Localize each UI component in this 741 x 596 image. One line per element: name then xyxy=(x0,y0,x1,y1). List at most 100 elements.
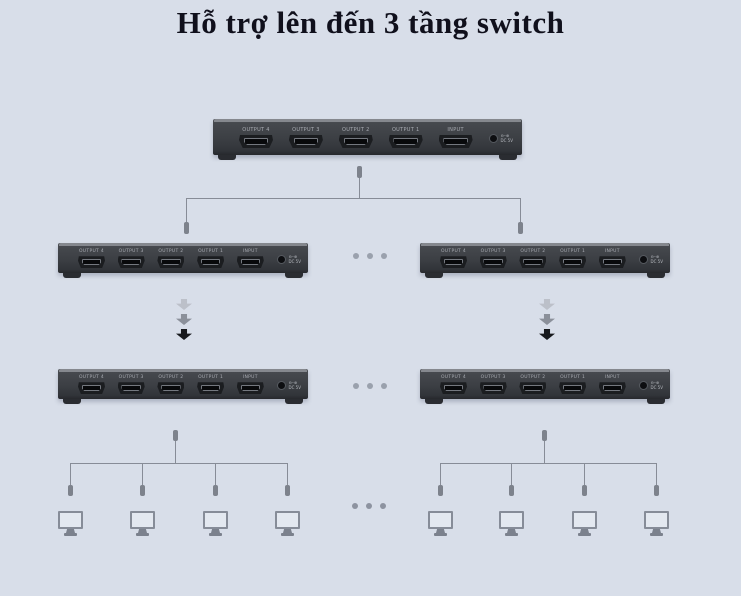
hdmi-port-group: OUTPUT 3 xyxy=(288,128,323,148)
hdmi-port-icon xyxy=(117,256,145,269)
power-section: ⊖–⊕ DC 5V xyxy=(276,380,301,390)
plug-connector xyxy=(357,166,362,178)
monitor-screen xyxy=(275,511,300,529)
port-label: OUTPUT 1 xyxy=(560,374,586,380)
port-label: OUTPUT 2 xyxy=(520,248,546,254)
monitor-icon xyxy=(428,511,453,536)
hdmi-port-icon xyxy=(236,382,264,395)
port-label: INPUT xyxy=(242,248,258,254)
tier2-switch-right: OUTPUT 4 OUTPUT 3 OUTPUT 2 OUTPUT 1 INPU… xyxy=(420,243,670,278)
port-label: OUTPUT 1 xyxy=(391,127,420,133)
monitor-base xyxy=(209,533,222,536)
hdmi-port-icon xyxy=(598,256,626,269)
monitor-base xyxy=(281,533,294,536)
switch-front-panel: OUTPUT 4 OUTPUT 3 OUTPUT 2 OUTPUT 1 INPU… xyxy=(58,369,308,399)
device-foot xyxy=(63,399,81,404)
tier2-switch-left: OUTPUT 4 OUTPUT 3 OUTPUT 2 OUTPUT 1 INPU… xyxy=(58,243,308,278)
device-foot xyxy=(285,273,303,278)
hdmi-port-group: OUTPUT 4 xyxy=(78,249,105,269)
dc-polarity-label: ⊖–⊕ xyxy=(650,380,660,385)
hdmi-port-group: OUTPUT 3 xyxy=(117,375,145,395)
monitor-icon xyxy=(572,511,597,536)
monitor-base xyxy=(64,533,77,536)
monitor-screen xyxy=(203,511,228,529)
monitor-base xyxy=(505,533,518,536)
switch-front-panel: OUTPUT 4 OUTPUT 3 OUTPUT 2 OUTPUT 1 INPU… xyxy=(213,119,522,155)
dot-icon xyxy=(366,503,372,509)
hdmi-port-group: OUTPUT 2 xyxy=(157,374,185,395)
hdmi-slot xyxy=(343,138,369,145)
hdmi-port-icon xyxy=(288,135,323,148)
hdmi-port-icon xyxy=(157,256,185,269)
power-section: ⊖–⊕ DC 5V xyxy=(638,254,663,264)
dot-icon xyxy=(381,253,387,259)
monitor-icon xyxy=(499,511,524,536)
hdmi-slot xyxy=(293,138,319,145)
power-labels: ⊖–⊕ DC 5V xyxy=(289,254,301,264)
connector-line xyxy=(440,463,441,486)
switch-chassis: OUTPUT 4 OUTPUT 3 OUTPUT 2 OUTPUT 1 INPU… xyxy=(58,369,308,404)
monitor-stand xyxy=(652,529,661,533)
hdmi-port-icon xyxy=(78,382,105,395)
hdmi-slot xyxy=(443,384,464,392)
monitor-stand xyxy=(436,529,445,533)
down-arrow-icon xyxy=(539,329,555,340)
switch-chassis: OUTPUT 4 OUTPUT 3 OUTPUT 2 OUTPUT 1 INPU… xyxy=(213,119,522,160)
hdmi-port-icon xyxy=(197,382,225,395)
connector-line xyxy=(186,198,521,199)
dot-icon xyxy=(367,383,373,389)
hdmi-port-group: OUTPUT 4 xyxy=(440,248,467,269)
connector-line xyxy=(511,463,512,486)
switch-chassis: OUTPUT 4 OUTPUT 3 OUTPUT 2 OUTPUT 1 INPU… xyxy=(420,243,670,278)
hdmi-port-group: OUTPUT 2 xyxy=(519,375,547,395)
port-label: OUTPUT 4 xyxy=(242,127,270,133)
hdmi-port-group: INPUT xyxy=(598,375,626,395)
hdmi-slot xyxy=(161,258,181,266)
hdmi-port-group: INPUT xyxy=(236,375,264,395)
plug-connector xyxy=(285,485,290,496)
tier3-switch-right: OUTPUT 4 OUTPUT 3 OUTPUT 2 OUTPUT 1 INPU… xyxy=(420,369,670,404)
port-label: INPUT xyxy=(604,248,620,254)
switch-front-panel: OUTPUT 4 OUTPUT 3 OUTPUT 2 OUTPUT 1 INPU… xyxy=(58,243,308,273)
dc-jack-icon xyxy=(638,254,648,264)
port-label: OUTPUT 3 xyxy=(480,374,506,380)
monitor-icon xyxy=(130,511,155,536)
monitor-icon xyxy=(58,511,83,536)
connector-line xyxy=(215,463,216,486)
cascade-arrows-right xyxy=(539,299,555,340)
hdmi-slot xyxy=(602,258,623,266)
connector-line xyxy=(584,463,585,486)
port-label: OUTPUT 4 xyxy=(440,374,467,380)
port-label: OUTPUT 4 xyxy=(440,248,467,254)
dc-polarity-label: ⊖–⊕ xyxy=(650,254,660,259)
monitor-stand xyxy=(66,529,75,533)
hdmi-slot xyxy=(602,384,623,392)
ellipsis-dots xyxy=(353,253,387,259)
hdmi-slot xyxy=(81,384,102,392)
monitor-screen xyxy=(499,511,524,529)
power-labels: ⊖–⊕ DC 5V xyxy=(651,254,663,264)
hdmi-port-icon xyxy=(519,256,547,269)
power-labels: ⊖–⊕ DC 5V xyxy=(651,380,663,390)
monitor-stand xyxy=(507,529,516,533)
switch-chassis: OUTPUT 4 OUTPUT 3 OUTPUT 2 OUTPUT 1 INPU… xyxy=(420,369,670,404)
down-arrow-icon xyxy=(539,299,555,310)
hdmi-slot xyxy=(562,384,583,392)
hdmi-port-icon xyxy=(239,135,273,148)
port-label: OUTPUT 2 xyxy=(158,374,184,380)
monitor-screen xyxy=(572,511,597,529)
monitor-base xyxy=(578,533,591,536)
port-label: OUTPUT 1 xyxy=(198,374,224,380)
switch-chassis: OUTPUT 4 OUTPUT 3 OUTPUT 2 OUTPUT 1 INPU… xyxy=(58,243,308,278)
hdmi-slot xyxy=(121,258,141,266)
plug-connector xyxy=(518,222,523,234)
port-label: OUTPUT 2 xyxy=(158,248,184,254)
plug-connector xyxy=(68,485,73,496)
hdmi-port-group: INPUT xyxy=(438,128,473,148)
plug-connector xyxy=(140,485,145,496)
monitor-icon xyxy=(644,511,669,536)
hdmi-port-group: OUTPUT 3 xyxy=(479,249,507,269)
dot-icon xyxy=(381,383,387,389)
dc-polarity-label: ⊖–⊕ xyxy=(288,380,298,385)
